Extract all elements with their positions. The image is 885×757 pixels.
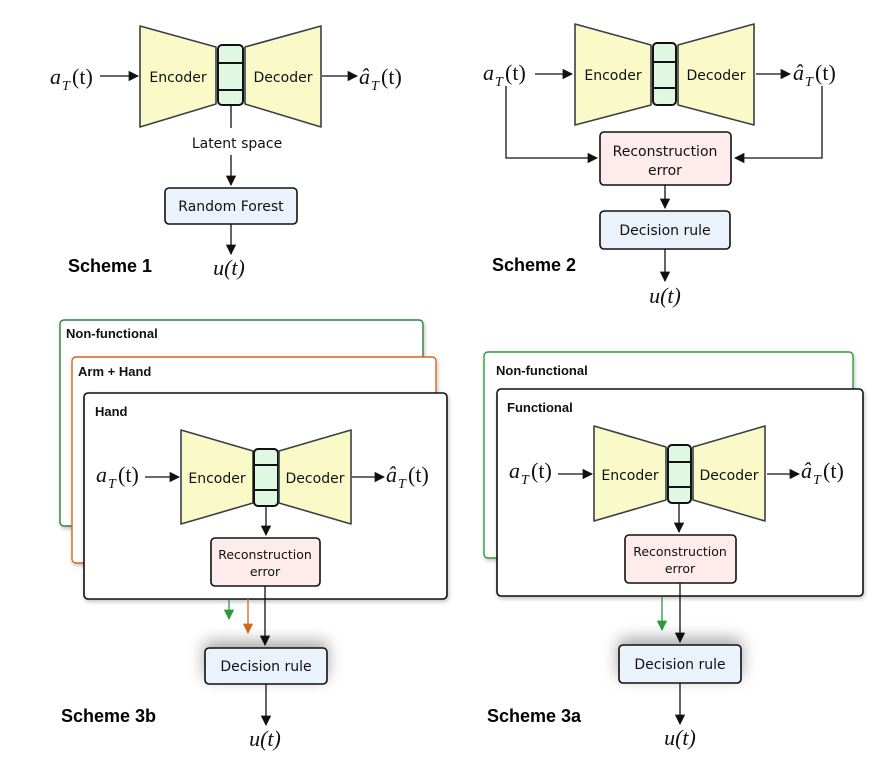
encoder-block: [180, 429, 254, 525]
input-sub: T: [62, 79, 71, 94]
output-signal: â T (t): [359, 64, 402, 94]
input-signal: a T (t): [483, 60, 526, 90]
arrow-output-to-recon: [733, 86, 823, 164]
scheme-3b-title: Scheme 3b: [61, 706, 156, 726]
input-var: a: [509, 458, 520, 483]
result-label: u(t): [249, 726, 281, 751]
recon-label-line2: error: [250, 564, 281, 579]
encoder-label: Encoder: [601, 468, 658, 484]
output-var: â: [793, 60, 804, 85]
recon-label-line1: Reconstruction: [613, 144, 718, 160]
result-label: u(t): [649, 283, 681, 308]
input-var: a: [483, 60, 494, 85]
output-signal: â T (t): [801, 458, 844, 488]
recon-label-line1: Reconstruction: [218, 547, 312, 562]
latent-block: [652, 42, 677, 106]
decision-rule-label: Decision rule: [220, 659, 311, 675]
encoder-block: [593, 425, 667, 522]
group-label-functional: Functional: [507, 400, 573, 415]
input-signal: a T (t): [50, 64, 93, 94]
input-arg: (t): [118, 462, 139, 487]
latent-block: [217, 44, 244, 106]
output-var: â: [386, 462, 397, 487]
decision-rule-label: Decision rule: [634, 657, 725, 673]
scheme-3a-title: Scheme 3a: [487, 706, 582, 726]
latent-space-label: Latent space: [192, 136, 282, 152]
output-sub: T: [398, 477, 407, 492]
group-label-arm-hand: Arm + Hand: [78, 364, 151, 379]
scheme-2: a T (t) Encoder Decoder â T (t) Reconstr…: [483, 23, 836, 308]
encoder-label: Encoder: [188, 471, 245, 487]
result-label: u(t): [664, 725, 696, 750]
decoder-block: [278, 429, 352, 525]
decision-rule-label: Decision rule: [619, 223, 710, 239]
decoder-block: [692, 425, 766, 522]
output-sub: T: [813, 473, 822, 488]
scheme-1-title: Scheme 1: [68, 256, 152, 276]
input-var: a: [50, 64, 61, 89]
decoder-label: Decoder: [286, 471, 345, 487]
output-arg: (t): [823, 458, 844, 483]
output-signal: â T (t): [793, 60, 836, 90]
decoder-block: [677, 23, 755, 126]
decoder-label: Decoder: [687, 68, 746, 84]
output-sub: T: [371, 79, 380, 94]
encoder-label: Encoder: [149, 70, 206, 86]
input-signal: a T (t): [509, 458, 552, 488]
input-sub: T: [521, 473, 530, 488]
decoder-block: [244, 25, 322, 128]
input-arg: (t): [72, 64, 93, 89]
result-label: u(t): [213, 255, 245, 280]
recon-label-line2: error: [648, 163, 682, 179]
output-signal: â T (t): [386, 462, 429, 492]
scheme-3b: Non-functional Arm + Hand Hand a T (t) E…: [59, 319, 448, 751]
random-forest-label: Random Forest: [178, 199, 284, 215]
output-sub: T: [805, 75, 814, 90]
input-sub: T: [495, 75, 504, 90]
input-var: a: [96, 462, 107, 487]
scheme-1: a T (t) Encoder Decoder â T (t) Latent s…: [50, 25, 402, 280]
decoder-label: Decoder: [254, 70, 313, 86]
encoder-block: [574, 23, 652, 126]
scheme-3a: Non-functional Functional a T (t) Encode…: [483, 351, 864, 750]
output-var: â: [801, 458, 812, 483]
output-arg: (t): [408, 462, 429, 487]
latent-block: [253, 448, 279, 507]
group-label-nonfunctional: Non-functional: [66, 326, 158, 341]
recon-label-line1: Reconstruction: [633, 544, 727, 559]
scheme-2-title: Scheme 2: [492, 255, 576, 275]
group-label-nonfunctional: Non-functional: [496, 363, 588, 378]
input-signal: a T (t): [96, 462, 139, 492]
output-var: â: [359, 64, 370, 89]
arrow-input-to-recon: [505, 86, 599, 164]
output-arg: (t): [381, 64, 402, 89]
group-label-hand: Hand: [95, 404, 128, 419]
decoder-label: Decoder: [700, 468, 759, 484]
latent-block: [667, 444, 692, 504]
input-sub: T: [108, 477, 117, 492]
recon-label-line2: error: [665, 561, 696, 576]
input-arg: (t): [531, 458, 552, 483]
output-arg: (t): [815, 60, 836, 85]
encoder-block: [139, 25, 217, 128]
encoder-label: Encoder: [584, 68, 641, 84]
input-arg: (t): [505, 60, 526, 85]
